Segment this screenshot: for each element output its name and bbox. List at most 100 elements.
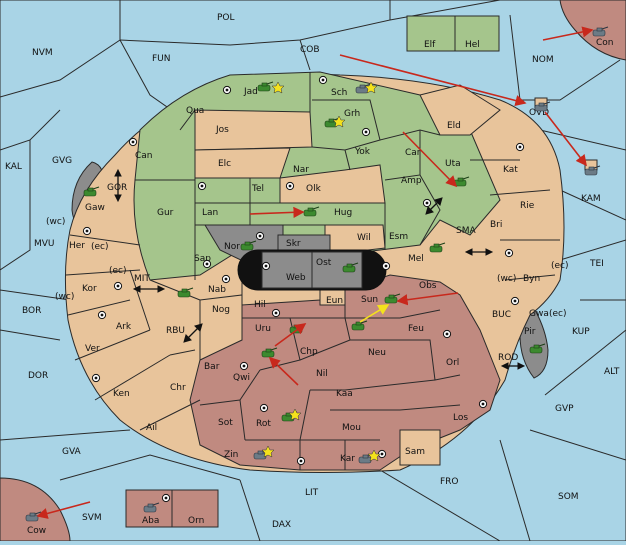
label-pol: POL (217, 13, 235, 23)
supply-center-icon (504, 248, 514, 258)
label-orn: Orn (188, 516, 204, 526)
label-qwi: Qwi (233, 373, 250, 383)
star-burst-icon (271, 81, 285, 94)
tank-icon-kam[interactable] (584, 165, 601, 176)
label-kal: KAL (5, 162, 22, 172)
label-yok: Yok (354, 147, 371, 157)
tank-icon-sch[interactable] (355, 83, 372, 94)
supply-center-icon (285, 181, 295, 191)
sea-border-svm (59, 454, 241, 481)
tank-icon-con[interactable] (592, 26, 609, 37)
strait-arrows (114, 168, 526, 370)
territory-elc[interactable] (194, 147, 291, 179)
label-som: SOM (558, 492, 579, 502)
territory-eld[interactable] (419, 84, 501, 136)
label-wil: Wil (357, 233, 371, 243)
tank-icon-hug[interactable] (303, 206, 320, 217)
star-burst-icon (367, 449, 381, 462)
tank-icon-qwi[interactable] (261, 347, 278, 358)
label-mit: MIT (134, 274, 150, 284)
tank-icon-sun[interactable] (351, 320, 368, 331)
tank-icon-mel[interactable] (429, 242, 446, 253)
tank-icon-sap[interactable] (177, 287, 194, 298)
tank-icon-aba[interactable] (143, 502, 160, 513)
sea-border-kam (559, 189, 626, 221)
label-eun: Eun (326, 296, 343, 306)
tank-icon-nor[interactable] (240, 240, 257, 251)
label-alt: ALT (604, 367, 620, 377)
star-burst-icon (332, 115, 346, 128)
tank-icon-ost[interactable] (342, 262, 359, 273)
sea-border-gvp (544, 329, 626, 396)
label-obs: Obs (419, 281, 437, 291)
borders-west (65, 234, 201, 431)
label-chr: Chr (170, 383, 186, 393)
supply-center-icon (296, 456, 306, 466)
label-hil: Hil (254, 300, 266, 310)
supply-center-icon (515, 142, 525, 152)
order-arrows (36, 26, 594, 519)
territory-jos[interactable] (194, 109, 313, 151)
supply-centers (82, 75, 525, 503)
coast-tags: (wc) (ec) (ec) (wc) (wc) (ec) (ec) (46, 217, 569, 319)
label-hel: Hel (465, 40, 480, 50)
coast-tag-ec-kor: (ec) (109, 266, 127, 276)
label-cow: Cow (27, 526, 46, 536)
order-arrow-ovd-kam (544, 111, 587, 167)
order-arrow-nil-qwi (268, 356, 299, 386)
label-nar: Nar (293, 165, 309, 175)
tank-icon-jad[interactable] (257, 81, 274, 92)
tank-icon-gaw[interactable] (83, 186, 100, 197)
label-nor: Nor (224, 242, 240, 252)
label-mel: Mel (408, 254, 424, 264)
label-kam: KAM (581, 194, 601, 204)
label-uru: Uru (255, 324, 271, 334)
label-gvg: GVG (52, 156, 72, 166)
label-nvm: NVM (32, 48, 53, 58)
double-arrow-icon-gor (114, 168, 122, 203)
territory-olk[interactable] (279, 164, 386, 204)
label-her: Her (69, 241, 85, 251)
order-arrow-car-uta (402, 131, 458, 188)
sea-border-nvm (0, 0, 121, 98)
borders-south (199, 305, 461, 470)
supply-center-icon (128, 137, 138, 147)
territory-elf-hel[interactable] (406, 15, 500, 52)
label-kat: Kat (503, 165, 518, 175)
supply-center-icon (478, 399, 488, 409)
supply-center-icon (221, 274, 231, 284)
label-ver: Ver (85, 344, 100, 354)
star-burst-icon (288, 408, 302, 421)
label-bor: BOR (22, 306, 41, 316)
label-con: Con (596, 38, 614, 48)
label-uta: Uta (445, 159, 461, 169)
double-arrow-icon-sma-e (464, 248, 494, 256)
coast-tag-ec-gwa: (ec) (549, 309, 567, 319)
label-tei: TEI (589, 259, 604, 269)
label-rod: ROD (498, 353, 518, 363)
coast-tag-ec-her: (ec) (91, 242, 109, 252)
sea-border-mvu (0, 140, 31, 271)
label-skr: Skr (286, 239, 301, 249)
label-neu: Neu (368, 348, 386, 358)
supply-center-icon (255, 231, 265, 241)
label-mou: Mou (342, 423, 361, 433)
label-buc: BUC (492, 310, 511, 320)
label-bri: Bri (490, 220, 502, 230)
label-hug: Hug (334, 208, 352, 218)
tank-icon-pir[interactable] (529, 343, 546, 354)
label-byn: Byn (523, 274, 540, 284)
label-elf: Elf (424, 40, 436, 50)
star-burst-icon (364, 81, 378, 94)
territory-nog[interactable] (199, 294, 243, 361)
label-fro: FRO (440, 477, 459, 487)
label-mvu: MVU (34, 239, 55, 249)
territory-sam[interactable] (399, 429, 441, 466)
label-nab: Nab (208, 285, 226, 295)
label-eld: Eld (447, 121, 461, 131)
tank-icon-ovd[interactable] (534, 101, 551, 112)
supply-center-icon (202, 259, 212, 269)
label-nom: NOM (532, 55, 554, 65)
supply-center-icon (197, 181, 207, 191)
